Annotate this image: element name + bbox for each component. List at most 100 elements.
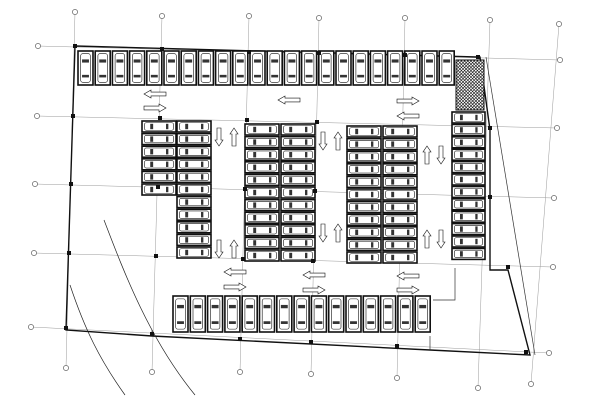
- parking-stall: [244, 186, 280, 199]
- parking-stall: [280, 135, 316, 149]
- grid-bubble: [557, 57, 563, 63]
- arrow-icon: [422, 145, 432, 165]
- car-windshield: [289, 215, 293, 221]
- parking-stall: [244, 135, 280, 149]
- car-rear-window: [305, 202, 308, 208]
- column-icon: [154, 254, 158, 258]
- car-rear-window: [426, 74, 433, 78]
- car-icon: [252, 53, 263, 83]
- hatch-line: [489, 60, 539, 110]
- car-rear-window: [407, 166, 410, 172]
- parking-stalls: [77, 50, 486, 333]
- grid-bubble: [528, 381, 534, 387]
- car-rear-window: [419, 321, 427, 324]
- hatch-line: [456, 79, 484, 109]
- parking-stall: [275, 295, 293, 333]
- car-windshield: [350, 304, 357, 309]
- car-icon: [349, 152, 379, 161]
- car-rear-window: [357, 74, 365, 78]
- car-icon: [210, 298, 221, 330]
- parking-stall: [293, 295, 310, 333]
- hatch-line: [466, 60, 484, 78]
- car-windshield: [391, 191, 395, 198]
- car-rear-window: [371, 191, 374, 198]
- car-rear-window: [202, 74, 210, 78]
- car-windshield: [150, 123, 154, 130]
- arrow-icon: [436, 145, 446, 165]
- arrow-icon: [318, 131, 328, 151]
- car-icon: [227, 298, 238, 330]
- car-windshield: [367, 304, 375, 309]
- grid-bubble-circle: [35, 43, 41, 49]
- hatch-line: [456, 76, 484, 106]
- car-windshield: [211, 304, 219, 309]
- hatch-line: [456, 73, 484, 103]
- car-rear-window: [371, 242, 374, 248]
- car-icon: [247, 238, 277, 247]
- hatch-line: [469, 95, 484, 110]
- car-windshield: [391, 254, 395, 261]
- car-windshield: [459, 127, 463, 133]
- car-rear-window: [166, 161, 169, 167]
- car-windshield: [289, 252, 293, 259]
- grid-bubble: [31, 250, 37, 256]
- car-rear-window: [305, 74, 313, 78]
- arrow-icon: [396, 271, 420, 281]
- hatch-line: [528, 60, 578, 110]
- car-windshield: [459, 164, 463, 170]
- car-rear-window: [322, 74, 330, 78]
- hatch-line: [508, 60, 558, 110]
- car-icon: [179, 198, 209, 207]
- car-icon: [385, 127, 415, 136]
- car-rear-window: [150, 74, 158, 78]
- grid-bubble-circle: [554, 125, 560, 131]
- car-windshield: [289, 227, 293, 233]
- car-rear-window: [269, 227, 272, 233]
- hatch-line: [524, 60, 574, 110]
- car-rear-window: [269, 202, 272, 208]
- parking-stall: [451, 148, 486, 161]
- parking-stall: [94, 50, 111, 86]
- column-icon: [506, 265, 510, 269]
- car-rear-window: [254, 74, 261, 78]
- car-windshield: [253, 139, 257, 145]
- car-icon: [179, 172, 209, 181]
- car-windshield: [355, 128, 359, 135]
- car-windshield: [298, 304, 306, 309]
- hatch-line: [456, 96, 470, 110]
- car-icon: [349, 190, 379, 199]
- parking-stall: [176, 158, 212, 171]
- car-icon: [454, 138, 483, 147]
- car-rear-window: [82, 74, 89, 78]
- parking-stall: [382, 213, 418, 226]
- car-icon: [283, 201, 313, 210]
- car-icon: [144, 122, 174, 131]
- car-windshield: [355, 204, 359, 210]
- car-rear-window: [269, 139, 272, 145]
- parking-stall: [141, 158, 177, 171]
- car-icon: [385, 165, 415, 174]
- arrow-icon: [396, 285, 420, 295]
- car-windshield: [391, 217, 395, 223]
- parking-stall: [346, 238, 382, 252]
- car-rear-window: [166, 174, 169, 180]
- parking-stall: [214, 50, 232, 86]
- column-icon: [315, 120, 319, 124]
- grid-bubble-circle: [475, 385, 481, 391]
- parking-stall: [176, 233, 212, 247]
- car-rear-window: [475, 201, 478, 207]
- parking-stall: [224, 295, 241, 333]
- car-icon: [349, 240, 379, 249]
- car-rear-window: [305, 189, 308, 196]
- parking-stall: [280, 173, 316, 187]
- parking-stall: [403, 50, 421, 86]
- parking-stall: [176, 145, 212, 158]
- car-windshield: [150, 149, 154, 155]
- parking-stall: [346, 163, 382, 176]
- car-windshield: [288, 59, 296, 63]
- car-icon: [441, 53, 452, 83]
- car-icon: [283, 188, 313, 197]
- car-icon: [179, 210, 209, 219]
- car-icon: [454, 212, 483, 221]
- hatch-line: [463, 89, 484, 110]
